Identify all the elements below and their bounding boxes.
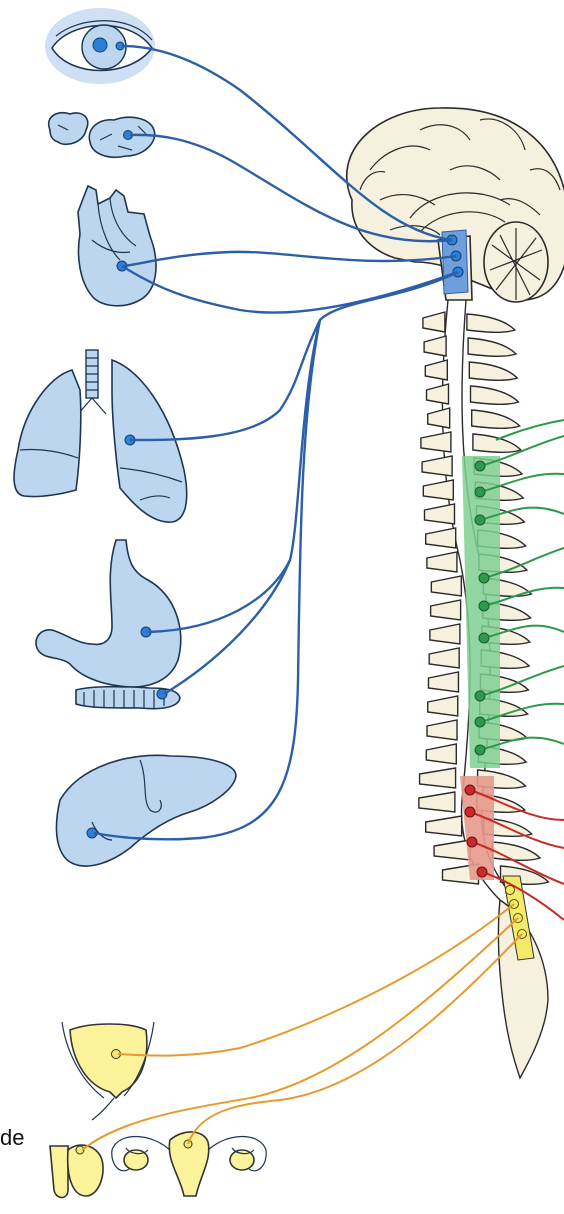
nerve-nucleus-dot: [475, 461, 485, 471]
sacral-nerve: [118, 904, 514, 1056]
vertebra: [424, 336, 446, 356]
nerve-nucleus-dot: [475, 691, 485, 701]
sacral-parasympathetic-nerves: [82, 886, 527, 1151]
vertebra: [419, 792, 455, 812]
male-genitalia-icon: [50, 1145, 103, 1197]
caption-text: de: [0, 1125, 24, 1150]
vertebra: [422, 456, 452, 476]
vertebra: [431, 576, 461, 596]
vertebra: [430, 624, 460, 644]
nerve-nucleus-dot: [467, 837, 477, 847]
liver-icon: [56, 755, 236, 866]
bladder-icon: [62, 1022, 154, 1120]
vertebra: [426, 744, 456, 764]
sacral-nerve: [82, 918, 518, 1150]
vertebra: [421, 432, 451, 452]
sacral-nerve: [188, 934, 522, 1144]
vertebra: [425, 360, 447, 380]
heart-icon: [78, 186, 156, 306]
parasympathetic-nerve: [122, 266, 458, 313]
nerve-nucleus-dot: [479, 633, 489, 643]
vertebra: [425, 504, 455, 524]
vertebra-process: [492, 842, 540, 860]
vertebra: [428, 408, 450, 428]
vertebra-process: [472, 410, 520, 428]
vertebra-process: [468, 338, 516, 356]
vertebra: [426, 528, 456, 548]
nerve-nucleus-dot: [475, 717, 485, 727]
nerve-nucleus-dot: [465, 807, 475, 817]
vertebra: [428, 696, 458, 716]
nerve-nucleus-dot: [479, 601, 489, 611]
vertebra: [434, 840, 470, 860]
intestine-icon: [76, 687, 180, 709]
nerve-nucleus-dot: [506, 886, 515, 895]
nerve-nucleus-dot: [475, 487, 485, 497]
lungs-icon: [14, 350, 187, 522]
vertebra-process: [467, 314, 515, 332]
vertebra: [431, 600, 461, 620]
nerve-nucleus-dot: [479, 573, 489, 583]
vertebra: [426, 816, 462, 836]
vertebra: [423, 312, 445, 332]
nerve-nucleus-dot: [477, 867, 487, 877]
vertebra-process: [471, 386, 519, 404]
vertebra-process: [473, 434, 521, 452]
vertebra: [427, 384, 449, 404]
vertebra: [428, 672, 458, 692]
stomach-icon: [36, 540, 181, 687]
parasympathetic-nerve: [164, 560, 290, 694]
vertebra: [427, 552, 457, 572]
nerve-nucleus-dot: [465, 785, 475, 795]
nerve-nucleus-dot: [475, 745, 485, 755]
vertebra: [423, 480, 453, 500]
vertebra: [427, 720, 457, 740]
nerve-nucleus-dot: [475, 515, 485, 525]
vertebra: [429, 648, 459, 668]
vertebra-process: [469, 362, 517, 380]
parasympathetic-nerve: [130, 272, 458, 440]
vertebra: [420, 768, 456, 788]
